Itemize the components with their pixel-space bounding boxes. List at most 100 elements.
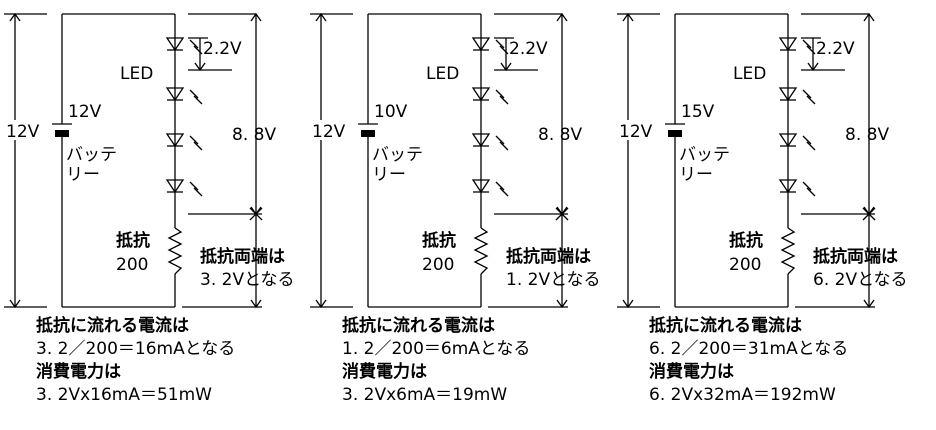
led-emission-icon [802,181,812,191]
total-voltage-label: 12V [312,122,346,142]
resistor-note-line1: 抵抗両端は [813,246,898,267]
led-emission-icon [499,95,509,105]
total-dim-arrowhead-top [622,12,634,22]
total-dim-arrowhead-bottom [9,299,21,309]
led-total-label: 8. 8V [232,125,276,145]
resistor-value: 200 [729,255,761,275]
calc-current-heading: 抵抗に流れる電流は [649,315,802,336]
battery-label-line1: バッテ [679,145,730,165]
battery-label-line1: バッテ [66,145,117,165]
resistor-value: 200 [422,255,454,275]
resistor-note-line2: 1. 2Vとなる [506,270,601,290]
resistor-label: 抵抗 [116,230,150,251]
led-emission-icon [802,135,812,145]
led-emission-icon [499,187,509,197]
led-label: LED [426,64,459,84]
led-emission-icon [193,141,203,151]
led-diode-icon [165,87,185,102]
resistor-icon [167,227,183,275]
led-emission-icon [189,39,199,49]
led-emission-icon [806,187,816,197]
led-drop-arrowhead [807,62,819,72]
calc-current-heading: 抵抗に流れる電流は [36,315,189,336]
calc-current-value: 3. 2／200＝16mAとなる [36,339,235,359]
total-dim-arrowhead-top [315,12,327,22]
battery-voltage-label: 10V [374,102,408,122]
led-drop-label: 2.2V [509,39,548,59]
battery-plate-short [668,130,682,137]
led-emission-icon [802,89,812,99]
led-emission-icon [193,95,203,105]
led-emission-icon [499,141,509,151]
led-emission-icon [193,187,203,197]
led-drop-arrowhead [500,62,512,72]
battery-label-line2: リー [372,165,406,185]
calc-power-value: 6. 2Vx32mA＝192mW [649,385,836,405]
led-diode-icon [778,87,798,102]
led-emission-icon [189,181,199,191]
resistor-value: 200 [116,255,148,275]
resistor-note-line2: 3. 2Vとなる [200,270,295,290]
battery-plate-short [55,130,69,137]
total-dim-arrowhead-top [9,12,21,22]
calc-current-value: 1. 2／200＝6mAとなる [342,339,530,359]
total-dim-arrowhead-bottom [622,299,634,309]
battery-label-line2: リー [66,165,100,185]
led-total-label: 8. 8V [538,125,582,145]
calc-power-heading: 消費電力は [649,361,734,382]
resistor-note-line1: 抵抗両端は [506,246,591,267]
led-total-label: 8. 8V [845,125,889,145]
led-diode-icon [471,179,491,194]
led-emission-icon [806,45,816,55]
calc-power-heading: 消費電力は [36,361,121,382]
calc-power-heading: 消費電力は [342,361,427,382]
led-drop-label: 2.2V [816,39,855,59]
led-diode-icon [471,87,491,102]
led-diode-icon [778,179,798,194]
led-emission-icon [495,181,505,191]
resistor-label: 抵抗 [422,230,456,251]
led-diode-icon [778,37,798,52]
led-label: LED [120,64,153,84]
led-diode-icon [471,133,491,148]
battery-label-line1: バッテ [372,145,423,165]
resistor-note-line1: 抵抗両端は [200,246,285,267]
led-label: LED [733,64,766,84]
battery-plate-short [361,130,375,137]
total-voltage-label: 12V [6,122,40,142]
calc-current-value: 6. 2／200＝31mAとなる [649,339,848,359]
led-emission-icon [806,141,816,151]
led-total-arrowhead-top [556,12,568,22]
led-total-arrowhead-top [863,12,875,22]
battery-label-line2: リー [679,165,713,185]
led-emission-icon [499,45,509,55]
led-diode-icon [165,133,185,148]
resistor-note-line2: 6. 2Vとなる [813,270,908,290]
battery-voltage-label: 12V [68,102,102,122]
resistor-label: 抵抗 [729,230,763,251]
led-emission-icon [495,135,505,145]
calc-power-value: 3. 2Vx16mA＝51mW [36,385,212,405]
led-diode-icon [471,37,491,52]
calc-power-value: 3. 2Vx6mA＝19mW [342,385,507,405]
led-diode-icon [778,133,798,148]
led-emission-icon [495,89,505,99]
led-diode-icon [165,179,185,194]
led-emission-icon [495,39,505,49]
led-emission-icon [189,135,199,145]
total-dim-arrowhead-bottom [315,299,327,309]
led-emission-icon [802,39,812,49]
battery-voltage-label: 15V [681,102,715,122]
led-emission-icon [806,95,816,105]
resistor-icon [473,227,489,275]
led-drop-arrowhead [194,62,206,72]
calc-current-heading: 抵抗に流れる電流は [342,315,495,336]
led-emission-icon [189,89,199,99]
led-emission-icon [193,45,203,55]
led-diode-icon [165,37,185,52]
